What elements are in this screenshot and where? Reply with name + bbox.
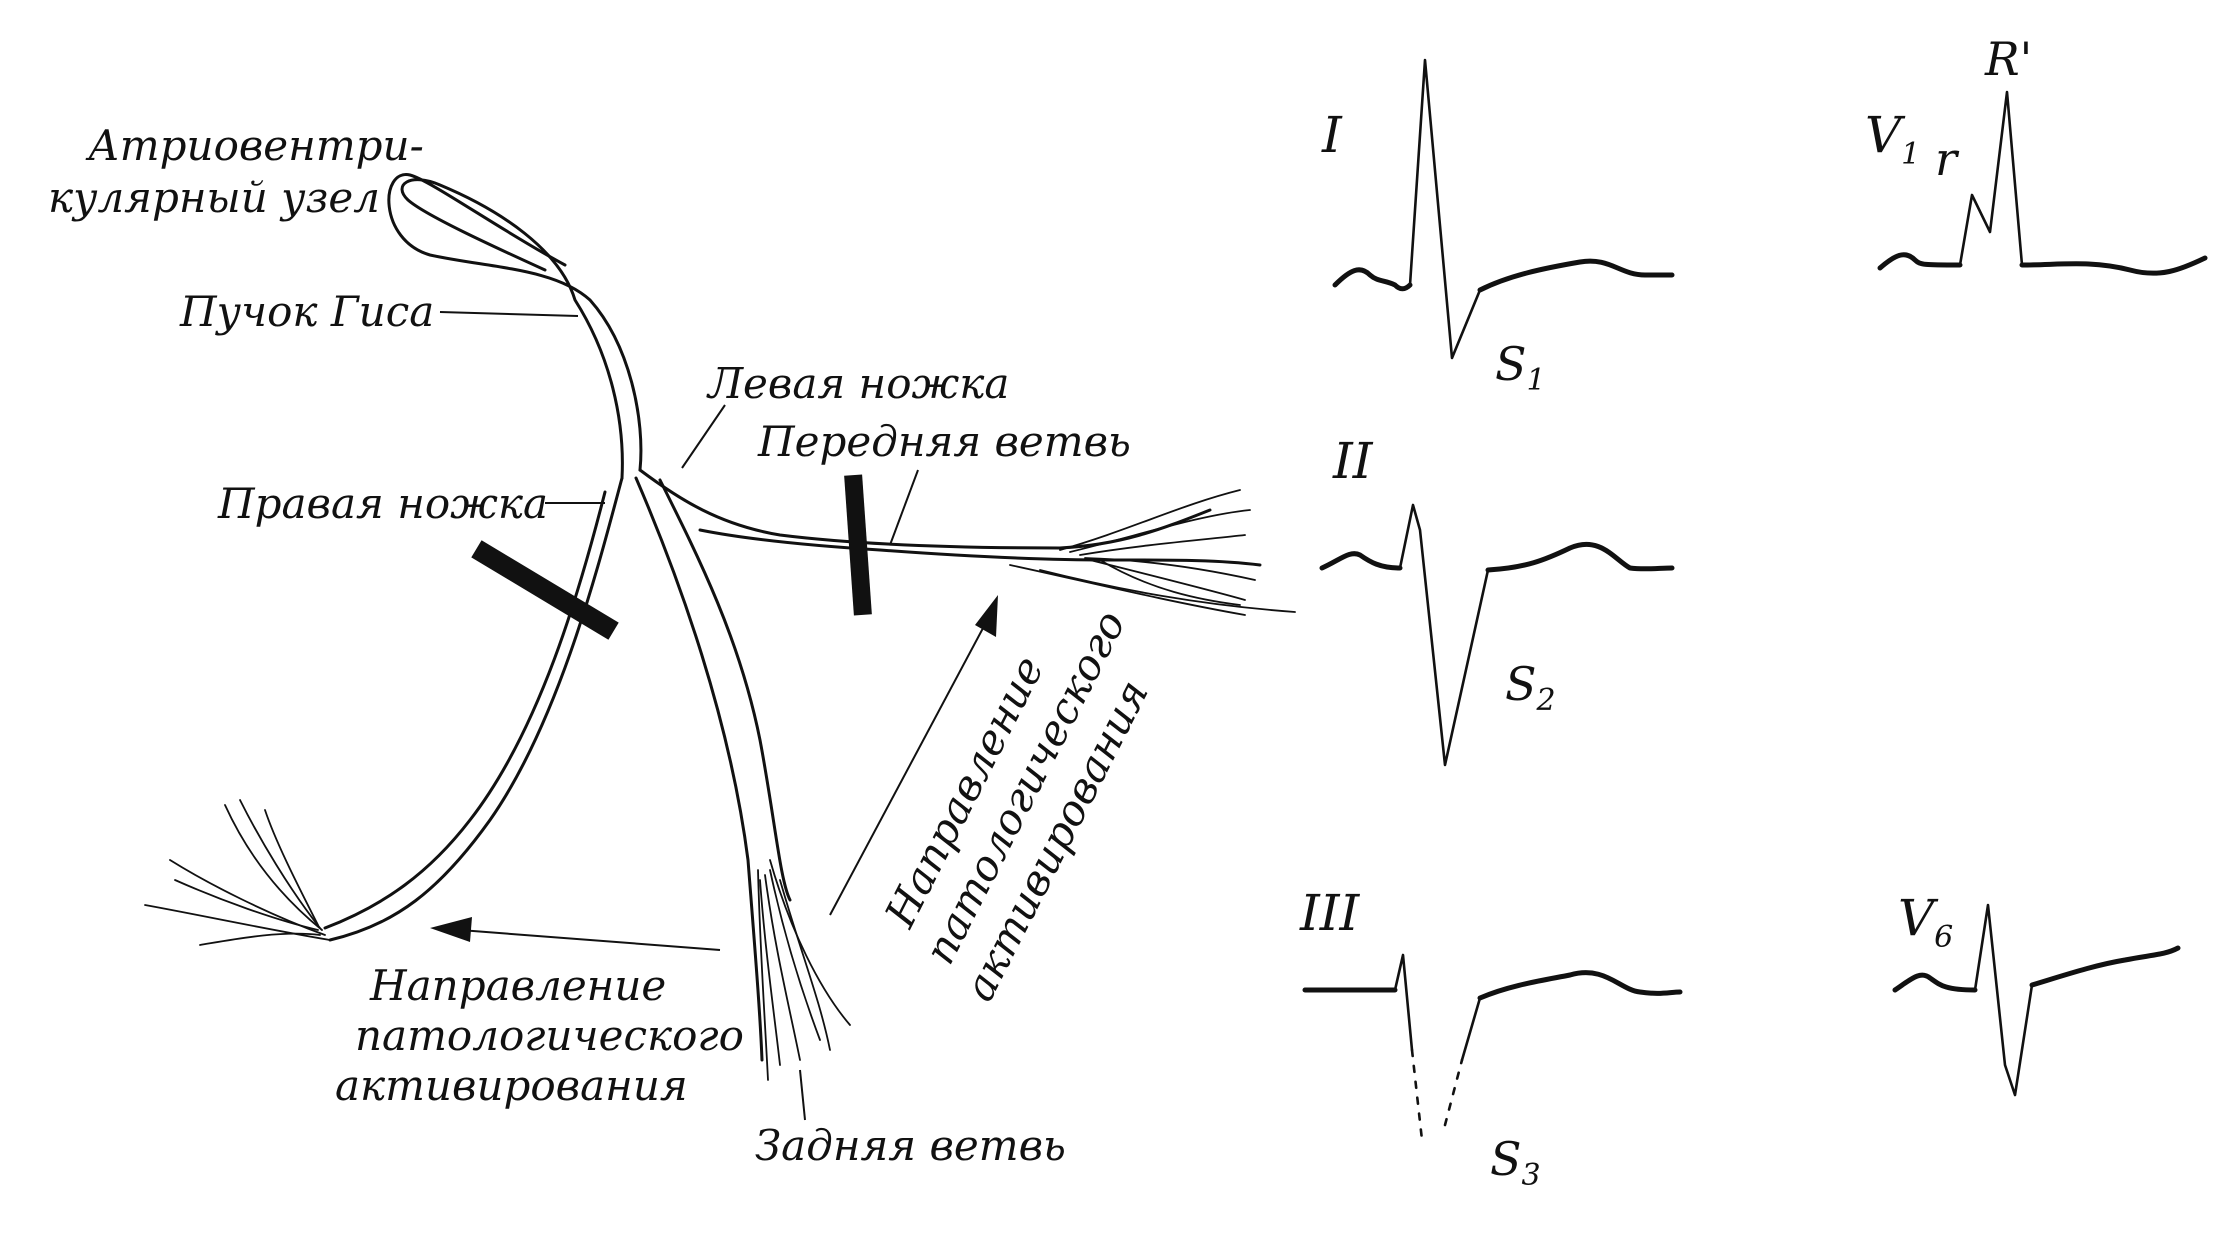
his-bundle-leader — [439, 311, 579, 317]
av-node-label-line1: Атриовентри- — [85, 121, 424, 170]
direction-label-left: Направление патологического активировани… — [335, 961, 744, 1110]
right-bundle-block — [471, 540, 619, 640]
ecg-lead-V6: V6 — [1892, 889, 2181, 1097]
anterior-branch-lower — [698, 528, 1262, 567]
lead-V1-label: V1 — [1865, 106, 1920, 172]
posterior-branch-fibrils — [757, 859, 851, 1081]
direction-arrow-right-head — [975, 595, 998, 637]
av-node-label-line2: кулярный узел — [48, 173, 380, 222]
lead-I-label: I — [1321, 106, 1343, 164]
direction-arrow-left-head — [430, 917, 472, 942]
posterior-branch-right — [658, 478, 792, 902]
wave-S2-label: S2 — [1505, 657, 1556, 718]
posterior-branch-leader — [799, 1069, 806, 1121]
direction-label-right: Направление патологического активировани… — [875, 603, 1158, 1009]
lead-III-label: III — [1299, 884, 1361, 942]
anterior-branch-leader — [889, 469, 919, 546]
direction-arrow-right-shaft — [829, 614, 991, 916]
right-bundle-inner — [323, 490, 607, 930]
ecg-lead-III: III S3 — [1299, 884, 1683, 1193]
lead-V6-label: V6 — [1898, 889, 1953, 955]
lead-II-label: II — [1332, 432, 1374, 490]
right-bundle-outer — [328, 476, 624, 942]
right-bundle-label: Правая ножка — [217, 479, 548, 528]
svg-text:патологического: патологического — [355, 1011, 744, 1060]
posterior-branch-left — [634, 476, 764, 1062]
svg-text:активирования: активирования — [335, 1061, 688, 1110]
anterior-branch-block — [844, 474, 872, 616]
ecg-lead-V1: V1 r R' — [1865, 32, 2208, 276]
left-bundle-leader — [681, 404, 726, 469]
his-bundle-inner — [400, 178, 624, 480]
conduction-system: Атриовентри- кулярный узел Пучок Гиса Ле… — [48, 121, 1296, 1170]
anterior-branch-label: Передняя ветвь — [757, 417, 1131, 466]
his-bundle-label: Пучок Гиса — [179, 287, 434, 336]
left-bundle-upper — [638, 468, 1212, 550]
wave-r-label: r — [1935, 132, 1960, 186]
posterior-branch-label: Задняя ветвь — [755, 1121, 1066, 1170]
svg-text:Направление: Направление — [369, 961, 666, 1010]
wave-R-prime-label: R' — [1984, 32, 2032, 86]
wave-S3-label: S3 — [1490, 1132, 1541, 1193]
ecg-lead-II: II S2 — [1319, 432, 1675, 767]
wave-S1-label: S1 — [1495, 337, 1546, 398]
ecg-lead-I: I S1 — [1321, 58, 1675, 398]
right-bundle-fibrils — [144, 799, 331, 946]
av-node-loop — [387, 173, 643, 472]
anterior-branch-fibrils — [1009, 489, 1296, 616]
direction-arrow-left-shaft — [459, 929, 721, 951]
ecg-tracings: I S1 II S2 III S3 V1 — [1299, 32, 2208, 1193]
left-bundle-label: Левая ножка — [706, 359, 1009, 408]
